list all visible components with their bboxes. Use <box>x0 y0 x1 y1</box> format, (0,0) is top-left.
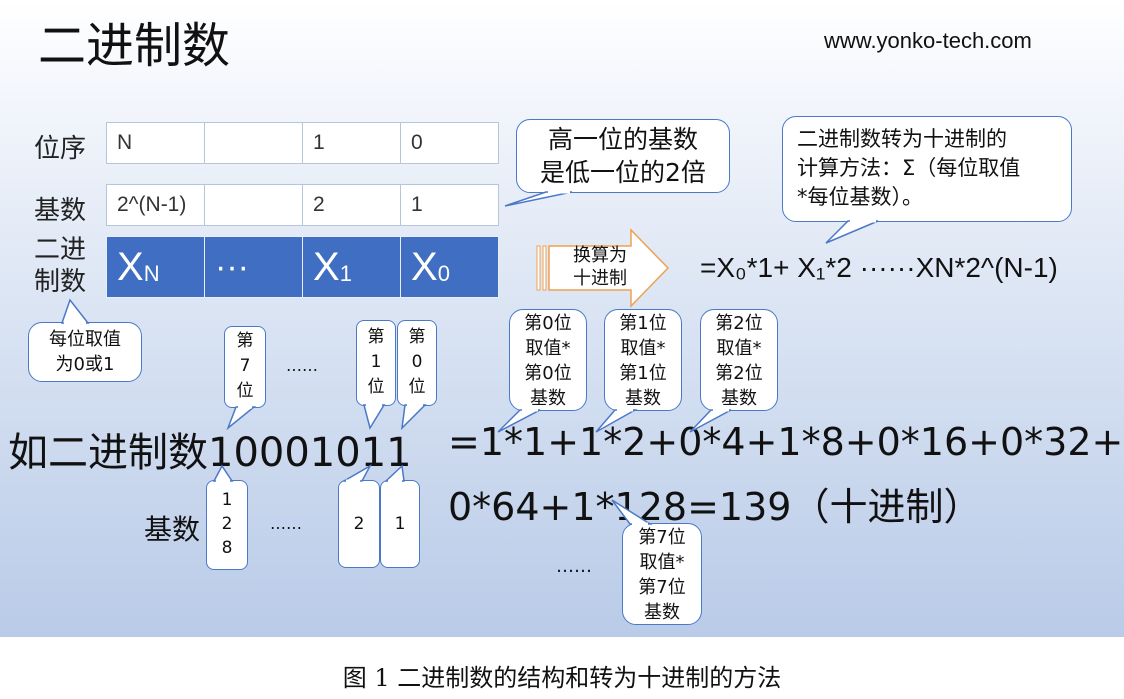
slide-canvas: 二进制数 www.yonko-tech.com 位序 基数 二进 制数 N 1 … <box>0 0 1124 637</box>
callout-base-2: 2 <box>338 480 380 568</box>
callout-base-128-text: 1 2 8 <box>221 490 233 558</box>
callout-higher-base: 高一位的基数 是低一位的2倍 <box>516 119 730 193</box>
callout-base-1-text: 1 <box>394 514 406 534</box>
conversion-arrow-label: 换算为 十进制 <box>573 245 627 289</box>
digit-symbol: X <box>117 244 144 289</box>
pointer-higher-base <box>504 191 573 207</box>
digit-subscript: 1 <box>339 261 352 286</box>
table-cell-position-n: N <box>106 122 205 164</box>
callout-term-2: 第2位 取值* 第2位 基数 <box>700 309 778 411</box>
table-cell-base-blank <box>204 184 303 226</box>
callout-position-1-text: 第 1 位 <box>367 327 385 397</box>
base-label: 基数 <box>144 513 201 546</box>
ellipsis-bases: …… <box>270 514 302 533</box>
row-label-position: 位序 <box>34 134 87 164</box>
figure-caption: 图 1 二进制数的结构和转为十进制的方法 <box>342 664 782 692</box>
row-label-base: 基数 <box>34 196 87 226</box>
row-label-binary: 二进 制数 <box>34 235 87 297</box>
digit-cell-ellipsis: ··· <box>204 236 303 298</box>
callout-method-text: 二进制数转为十进制的 计算方法：Σ（每位取值 *每位基数）。 <box>797 127 1021 209</box>
example-number: 如二进制数10001011 <box>8 430 412 476</box>
callout-base-128: 1 2 8 <box>206 480 248 570</box>
pointer-each-bit <box>60 298 90 324</box>
callout-position-1: 第 1 位 <box>356 320 396 406</box>
callout-term-2-text: 第2位 取值* 第2位 基数 <box>715 313 763 409</box>
callout-position-7-text: 第 7 位 <box>236 331 254 401</box>
callout-position-7: 第 7 位 <box>224 326 266 408</box>
ellipsis-terms: …… <box>556 556 592 577</box>
table-cell-position-1: 1 <box>302 122 401 164</box>
callout-base-1: 1 <box>380 480 420 568</box>
general-formula: =X₀*1+ X₁*2 ······XN*2^(N-1) <box>700 252 1058 283</box>
digit-symbol: X <box>313 244 340 289</box>
pointer-method <box>825 220 879 244</box>
digit-symbol: X <box>411 244 438 289</box>
callout-position-0-text: 第 0 位 <box>408 327 426 397</box>
digit-ellipsis: ··· <box>215 247 249 286</box>
table-cell-base-2: 2 <box>302 184 401 226</box>
table-cell-base-n: 2^(N-1) <box>106 184 205 226</box>
callout-term-0: 第0位 取值* 第0位 基数 <box>509 309 587 411</box>
callout-each-bit: 每位取值 为0或1 <box>28 322 142 382</box>
callout-higher-base-text: 高一位的基数 是低一位的2倍 <box>540 125 706 187</box>
callout-term-0-text: 第0位 取值* 第0位 基数 <box>524 313 572 409</box>
callout-term-1: 第1位 取值* 第1位 基数 <box>604 309 682 411</box>
digit-subscript: 0 <box>437 261 450 286</box>
callout-term-7: 第7位 取值* 第7位 基数 <box>622 523 702 625</box>
callout-term-7-text: 第7位 取值* 第7位 基数 <box>638 527 686 623</box>
page-title: 二进制数 <box>38 18 231 74</box>
callout-base-2-text: 2 <box>353 514 365 534</box>
table-cell-position-0: 0 <box>400 122 499 164</box>
callout-position-0: 第 0 位 <box>397 320 437 406</box>
example-calculation-line1: =1*1+1*2+0*4+1*8+0*16+0*32+ <box>448 420 1124 464</box>
example-calculation-line2: 0*64+1*128=139（十进制） <box>448 485 982 529</box>
table-cell-position-blank <box>204 122 303 164</box>
table-cell-base-1: 1 <box>400 184 499 226</box>
callout-term-1-text: 第1位 取值* 第1位 基数 <box>619 313 667 409</box>
digit-subscript: N <box>143 261 160 286</box>
callout-each-bit-text: 每位取值 为0或1 <box>49 329 121 375</box>
website-url: www.yonko-tech.com <box>824 28 1032 53</box>
callout-method: 二进制数转为十进制的 计算方法：Σ（每位取值 *每位基数）。 <box>782 116 1072 222</box>
ellipsis-positions: …… <box>286 356 318 375</box>
